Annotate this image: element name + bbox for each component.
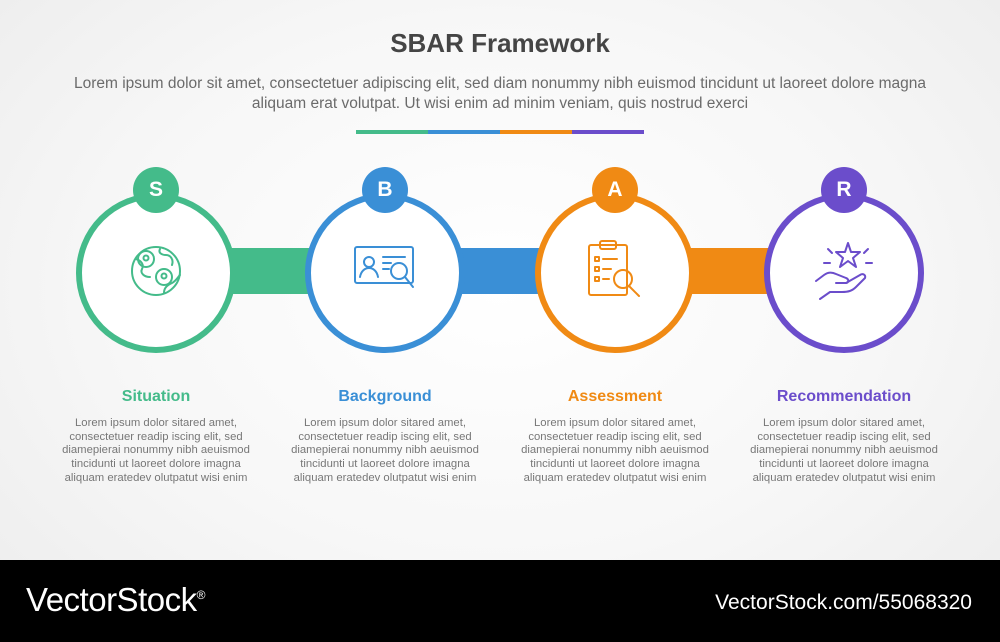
page-title: SBAR Framework <box>390 28 610 58</box>
step-title-assessment: Assessment <box>567 388 663 405</box>
step-badge-r: R <box>821 167 867 213</box>
brand-registered-mark: ® <box>196 588 206 602</box>
infographic-canvas: SBAR Framework Lorem ipsum dolor sit ame… <box>62 28 938 484</box>
brand-logo: VectorStock® <box>26 581 205 619</box>
step-ring-recommendation <box>764 193 924 353</box>
step-title-recommendation: Recommendation <box>776 388 912 405</box>
step-title-situation: Situation <box>121 388 191 405</box>
step-desc-background: Lorem ipsum dolor sitared amet, consecte… <box>291 417 479 484</box>
watermark-footer: VectorStock® VectorStock.com/55068320 <box>0 560 1000 642</box>
clipboard-checklist-magnifier-icon <box>583 237 647 301</box>
step-badge-b: B <box>362 167 408 213</box>
step-title-background: Background <box>338 388 432 405</box>
profile-card-magnifier-icon <box>353 237 417 301</box>
step-ring-background <box>305 193 465 353</box>
step-desc-assessment: Lorem ipsum dolor sitared amet, consecte… <box>521 417 709 484</box>
divider-segment-a <box>500 130 572 134</box>
page-subtitle: Lorem ipsum dolor sit amet, consectetuer… <box>73 75 927 112</box>
step-badge-a: A <box>592 167 638 213</box>
step-badge-s: S <box>133 167 179 213</box>
globe-location-pins-icon <box>124 237 188 301</box>
divider-segment-b <box>428 130 500 134</box>
hand-star-icon <box>812 237 876 301</box>
step-desc-situation: Lorem ipsum dolor sitared amet, consecte… <box>62 417 250 484</box>
step-ring-situation <box>76 193 236 353</box>
step-desc-recommendation: Lorem ipsum dolor sitared amet, consecte… <box>750 417 938 484</box>
image-id-text: VectorStock.com/55068320 <box>715 591 972 614</box>
divider-segment-s <box>356 130 428 134</box>
divider-segment-r <box>572 130 644 134</box>
brand-logo-text: VectorStock <box>26 581 197 618</box>
